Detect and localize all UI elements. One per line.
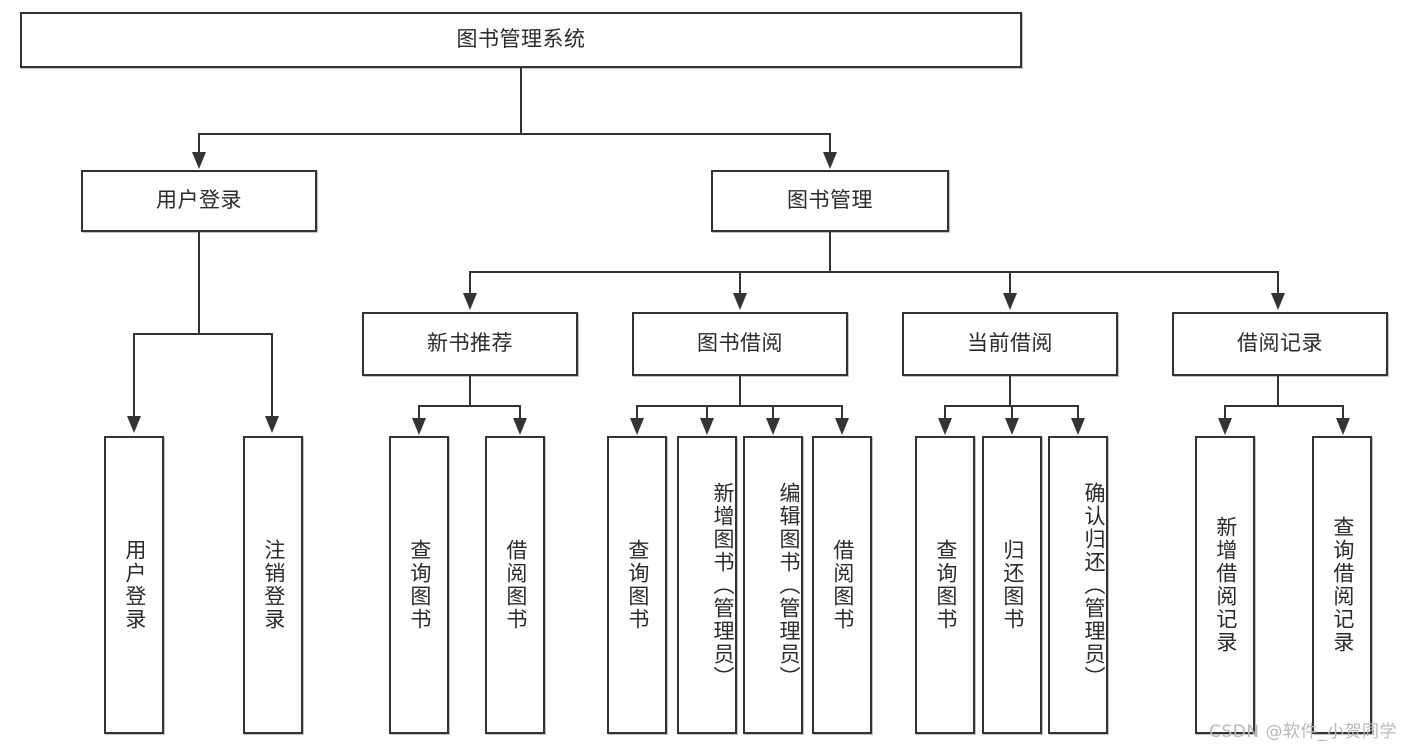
node-label: 查询图书: [625, 539, 650, 631]
connector-book-management-bus: [469, 271, 1279, 273]
arrowhead-bm-book-borrow: [733, 293, 747, 310]
connector-user-login-to-leaf-2: [271, 333, 273, 417]
connector-new-book-stem: [469, 376, 471, 406]
arrowhead-new-book-leaf-1: [412, 418, 426, 435]
connector-bm-to-borrow-record: [1277, 271, 1279, 294]
connector-borrow-record-stem: [1277, 376, 1279, 406]
node-label: 查询图书: [407, 539, 432, 631]
node-label: 当前借阅: [967, 331, 1053, 356]
arrowhead-br-leaf-1: [1218, 418, 1232, 435]
connector-user-login-to-leaf-1: [133, 333, 135, 417]
node-label: 新增图书（管理员）: [711, 481, 735, 689]
connector-borrow-record-bus: [1224, 405, 1344, 407]
node-leaf-user-login[interactable]: 用户登录: [104, 436, 164, 734]
node-leaf-query-book-recommend[interactable]: 查询图书: [389, 436, 449, 734]
arrowhead-new-book-leaf-2: [513, 418, 527, 435]
connector-bb-to-leaf-1: [636, 405, 638, 419]
connector-br-to-leaf-1: [1224, 405, 1226, 419]
connector-root-to-user-login: [198, 133, 200, 153]
node-leaf-borrow-book-recommend[interactable]: 借阅图书: [485, 436, 545, 734]
node-label: 新书推荐: [427, 331, 513, 356]
arrowhead-bm-current-borrow: [1003, 293, 1017, 310]
connector-bb-to-leaf-3: [772, 405, 774, 419]
arrowhead-root-to-book-management: [823, 152, 837, 169]
arrowhead-root-to-user-login: [192, 152, 206, 169]
node-label: 图书管理: [787, 188, 873, 213]
arrowhead-bb-leaf-4: [835, 418, 849, 435]
connector-book-borrow-bus: [636, 405, 843, 407]
node-leaf-confirm-return-admin[interactable]: 确认归还（管理员）: [1048, 436, 1108, 734]
node-leaf-logout-login[interactable]: 注销登录: [243, 436, 303, 734]
arrowhead-cb-leaf-1: [938, 418, 952, 435]
connector-bb-to-leaf-2: [706, 405, 708, 419]
node-leaf-edit-book-admin[interactable]: 编辑图书（管理员）: [743, 436, 803, 734]
connector-bm-to-new-book: [469, 271, 471, 294]
arrowhead-bm-new-book: [463, 293, 477, 310]
arrowhead-cb-leaf-3: [1071, 418, 1085, 435]
connector-root-stem: [520, 68, 522, 134]
node-leaf-add-book-admin[interactable]: 新增图书（管理员）: [677, 436, 737, 734]
node-label: 归还图书: [1000, 539, 1025, 631]
connector-bm-to-current-borrow: [1009, 271, 1011, 294]
connector-bb-to-leaf-4: [841, 405, 843, 419]
connector-root-to-book-management: [829, 133, 831, 153]
arrowhead-bb-leaf-2: [700, 418, 714, 435]
node-new-book-recommend[interactable]: 新书推荐: [362, 312, 578, 376]
node-label: 借阅图书: [503, 539, 528, 631]
node-current-borrow[interactable]: 当前借阅: [902, 312, 1118, 376]
node-label: 注销登录: [261, 539, 286, 631]
node-label: 用户登录: [156, 188, 242, 213]
node-label: 借阅记录: [1237, 331, 1323, 356]
node-label: 编辑图书（管理员）: [777, 481, 801, 689]
connector-br-to-leaf-2: [1342, 405, 1344, 419]
node-leaf-query-book-current[interactable]: 查询图书: [915, 436, 975, 734]
connector-new-book-bus: [418, 405, 521, 407]
node-user-login[interactable]: 用户登录: [81, 170, 317, 232]
arrowhead-bm-borrow-record: [1271, 293, 1285, 310]
node-leaf-query-book-borrow[interactable]: 查询图书: [607, 436, 667, 734]
node-borrow-record[interactable]: 借阅记录: [1172, 312, 1388, 376]
node-book-management[interactable]: 图书管理: [711, 170, 949, 232]
node-label: 确认归还（管理员）: [1082, 481, 1106, 689]
node-label: 查询借阅记录: [1330, 516, 1355, 654]
connector-cb-to-leaf-2: [1011, 405, 1013, 419]
connector-book-borrow-stem: [739, 376, 741, 406]
node-label: 用户登录: [122, 539, 147, 631]
node-leaf-add-borrow-record[interactable]: 新增借阅记录: [1195, 436, 1255, 734]
arrowhead-bb-leaf-1: [630, 418, 644, 435]
arrowhead-cb-leaf-2: [1005, 418, 1019, 435]
connector-book-management-stem: [829, 232, 831, 272]
connector-user-login-bus: [133, 333, 272, 335]
connector-cb-to-leaf-3: [1077, 405, 1079, 419]
node-root-book-management-system[interactable]: 图书管理系统: [20, 12, 1022, 68]
arrowhead-bb-leaf-3: [766, 418, 780, 435]
node-label: 查询图书: [933, 539, 958, 631]
node-label: 新增借阅记录: [1213, 516, 1238, 654]
node-label: 借阅图书: [830, 539, 855, 631]
node-leaf-query-borrow-record[interactable]: 查询借阅记录: [1312, 436, 1372, 734]
arrowhead-user-login-leaf-1: [127, 416, 141, 433]
node-leaf-return-book[interactable]: 归还图书: [982, 436, 1042, 734]
connector-user-login-stem: [198, 232, 200, 334]
node-label: 图书管理系统: [456, 27, 586, 52]
connector-new-book-to-leaf-1: [418, 405, 420, 419]
connector-bm-to-book-borrow: [739, 271, 741, 294]
arrowhead-br-leaf-2: [1336, 418, 1350, 435]
arrowhead-user-login-leaf-2: [265, 416, 279, 433]
connector-new-book-to-leaf-2: [519, 405, 521, 419]
connector-cb-to-leaf-1: [944, 405, 946, 419]
connector-root-bus: [199, 133, 831, 135]
node-label: 图书借阅: [697, 331, 783, 356]
node-book-borrow[interactable]: 图书借阅: [632, 312, 848, 376]
node-leaf-borrow-book[interactable]: 借阅图书: [812, 436, 872, 734]
connector-current-borrow-stem: [1009, 376, 1011, 406]
